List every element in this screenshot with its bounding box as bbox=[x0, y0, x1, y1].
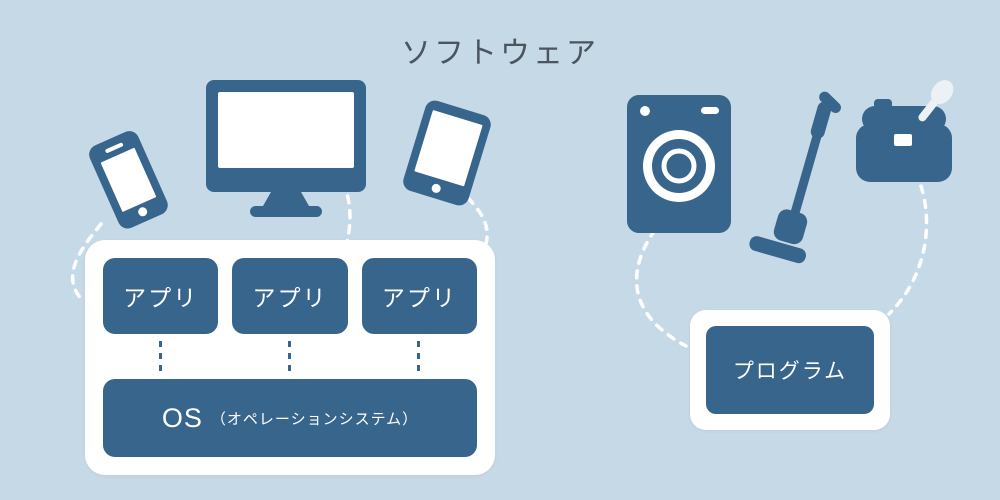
app-box-3: アプリ bbox=[361, 258, 477, 334]
app-box-2: アプリ bbox=[232, 258, 348, 334]
app-os-connector-2 bbox=[288, 341, 291, 372]
app-label-1: アプリ bbox=[123, 285, 199, 311]
tablet-icon bbox=[403, 100, 491, 206]
app-os-connector-1 bbox=[158, 341, 162, 372]
app-label-2: アプリ bbox=[252, 285, 328, 311]
rice-cooker-icon bbox=[856, 99, 952, 182]
app-label-3: アプリ bbox=[381, 285, 457, 311]
software-card: アプリ アプリ アプリ OS （オペレーションシステム） bbox=[85, 240, 495, 475]
desktop-monitor-icon bbox=[206, 80, 366, 217]
smartphone-icon bbox=[89, 131, 168, 229]
diagram-title: ソフトウェア bbox=[401, 37, 599, 70]
stick-vacuum-icon bbox=[749, 91, 841, 264]
connector-cooker bbox=[887, 184, 929, 316]
os-sublabel: （オペレーションシステム） bbox=[210, 410, 419, 428]
os-label: OS bbox=[161, 402, 203, 433]
program-label: プログラム bbox=[732, 360, 848, 383]
connector-phone bbox=[70, 222, 103, 304]
connector-tablet bbox=[466, 196, 489, 246]
apps-row: アプリ アプリ アプリ bbox=[103, 258, 477, 334]
connector-washer bbox=[634, 228, 688, 348]
os-box: OS （オペレーションシステム） bbox=[103, 379, 477, 457]
washing-machine-icon bbox=[627, 95, 731, 233]
app-box-1: アプリ bbox=[103, 258, 219, 334]
rice-scoop-icon bbox=[918, 80, 954, 122]
app-os-connector-3 bbox=[417, 341, 421, 372]
program-card: プログラム bbox=[690, 310, 890, 430]
program-box: プログラム bbox=[706, 326, 874, 414]
app-os-connectors bbox=[103, 334, 477, 379]
